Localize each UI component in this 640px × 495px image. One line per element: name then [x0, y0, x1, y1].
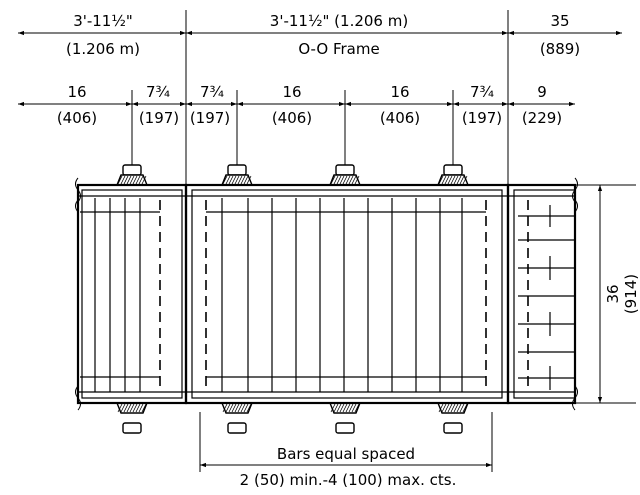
dim-top-right-main: 35 [550, 12, 569, 30]
bars-equal-spaced-label: Bars equal spaced [277, 445, 415, 463]
dim-top-center-main: 3'-11½" (1.206 m) [270, 12, 408, 30]
dim-row2-1-main: 16 [67, 83, 86, 101]
dim-row2-6-metric: (197) [462, 109, 502, 127]
dimension-height: 36 (914) [575, 184, 640, 404]
dim-row2-2-main: 7¾ [146, 83, 171, 101]
dim-row2-3-main: 7¾ [200, 83, 225, 101]
dim-row2-4-metric: (406) [272, 109, 312, 127]
dimension-row-1: 3'-11½" (1.206 m) 3'-11½" (1.206 m) O-O … [18, 12, 622, 58]
top-clips [115, 164, 470, 186]
top-clip-3 [328, 164, 362, 186]
bars-spacing-dimension: Bars equal spaced 2 (50) min.-4 (100) ma… [200, 445, 492, 489]
dim-top-left-main: 3'-11½" [73, 12, 133, 30]
bottom-clips [115, 402, 470, 434]
dim-row2-7-metric: (229) [522, 109, 562, 127]
bottom-clip-2 [220, 402, 254, 434]
dimension-row-2: 16 (406) 7¾ (197) 7¾ (197) 16 (406) 16 (… [18, 83, 575, 127]
bars-spacing-range-label: 2 (50) min.-4 (100) max. cts. [240, 471, 457, 489]
bottom-clip-4 [436, 402, 470, 434]
dim-top-right-metric: (889) [540, 40, 580, 58]
dim-row2-4-main: 16 [282, 83, 301, 101]
top-clip-2 [220, 164, 254, 186]
dim-row2-7-main: 9 [537, 83, 547, 101]
right-grate-panel [506, 183, 577, 405]
dim-row2-5-main: 16 [390, 83, 409, 101]
dim-row2-6-main: 7¾ [470, 83, 495, 101]
dim-row2-3-metric: (197) [190, 109, 230, 127]
dim-row2-1-metric: (406) [57, 109, 97, 127]
dim-height-metric: (914) [622, 274, 640, 314]
center-grate-panel [184, 183, 510, 405]
bottom-clip-1 [115, 402, 149, 434]
dim-top-center-note: O-O Frame [298, 40, 379, 58]
dim-top-left-metric: (1.206 m) [66, 40, 140, 58]
dim-row2-5-metric: (406) [380, 109, 420, 127]
dim-height-main: 36 [604, 284, 622, 303]
bottom-clip-3 [328, 402, 362, 434]
dim-row2-2-metric: (197) [139, 109, 179, 127]
left-grate-panel [76, 183, 188, 405]
top-clip-1 [115, 164, 149, 186]
top-clip-4 [436, 164, 470, 186]
